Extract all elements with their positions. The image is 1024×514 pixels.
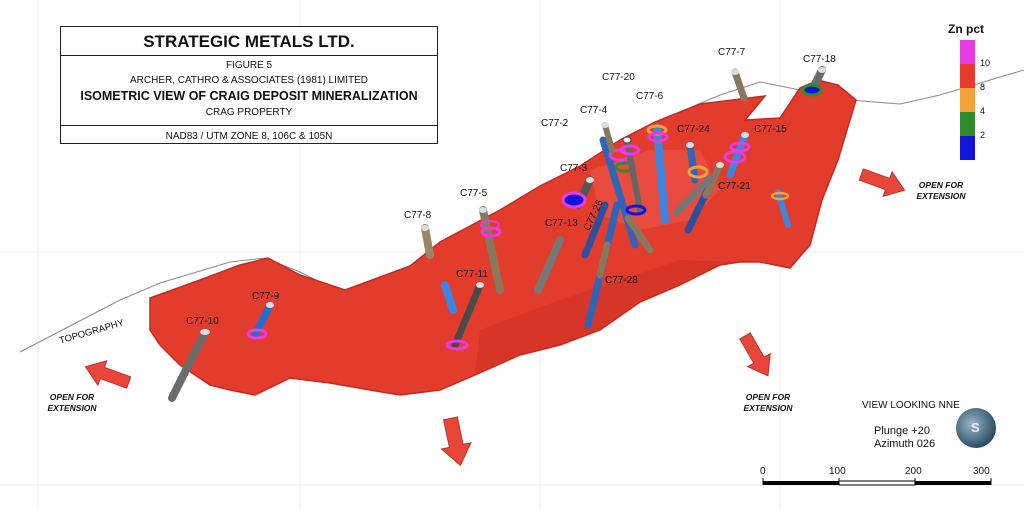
consultant: ARCHER, CATHRO & ASSOCIATES (1981) LIMIT… bbox=[129, 75, 368, 86]
drillhole-c77-5 bbox=[479, 206, 504, 294]
open-extension-label-bottom: OPEN FOR EXTENSION bbox=[743, 392, 793, 413]
legend-tick: 2 bbox=[980, 130, 986, 140]
scale-tick-label: 200 bbox=[905, 466, 922, 477]
legend-tick: 10 bbox=[980, 58, 991, 68]
drillhole-c77-15 bbox=[723, 131, 751, 179]
drillhole-c77-9 bbox=[246, 301, 274, 340]
drillhole-blue-a bbox=[441, 281, 457, 314]
drillhole-c77-13 bbox=[534, 236, 564, 294]
zn-legend: Zn pct 10 8 4 2 bbox=[948, 22, 998, 162]
scale-tick-label: 100 bbox=[829, 466, 846, 477]
legend-swatch-magenta bbox=[960, 40, 975, 64]
company-name: STRATEGIC METALS LTD. bbox=[143, 32, 355, 51]
drillhole-c77-10 bbox=[168, 328, 210, 402]
drillhole-c77-7 bbox=[731, 68, 748, 102]
drillhole-label: C77-8 bbox=[404, 210, 432, 221]
mineralized-zone bbox=[149, 79, 857, 396]
plunge-label: Plunge +20 bbox=[874, 425, 930, 437]
drillhole-label: C77-13 bbox=[545, 218, 578, 229]
zone-shading bbox=[475, 260, 740, 375]
figure-number: FIGURE 5 bbox=[225, 60, 273, 71]
divider bbox=[61, 124, 437, 126]
arrow-open-extension-left bbox=[84, 359, 132, 389]
drillhole-c77-3 bbox=[561, 176, 594, 209]
drillhole-label: C77-2 bbox=[541, 118, 569, 129]
drillhole-label: C77-15 bbox=[754, 124, 787, 135]
drillhole-c77-4 bbox=[601, 122, 615, 153]
drillhole-label: C77-24 bbox=[677, 124, 710, 135]
legend-color-bar bbox=[960, 40, 975, 160]
legend-swatch-orange bbox=[960, 88, 975, 112]
legend-swatch-red bbox=[960, 64, 975, 88]
drillhole-label: C77-6 bbox=[636, 91, 664, 102]
projection: NAD83 / UTM ZONE 8, 106C & 105N bbox=[165, 130, 333, 142]
drillhole-c77-21-b bbox=[673, 174, 714, 216]
figure-heading: ISOMETRIC VIEW OF CRAIG DEPOSIT MINERALI… bbox=[80, 89, 418, 103]
logo-letter: S bbox=[971, 420, 980, 435]
drillhole-c77-11 bbox=[445, 281, 484, 351]
drillhole-label: C77-9 bbox=[252, 291, 280, 302]
legend-tick: 4 bbox=[980, 106, 986, 116]
arrow-down-bottom bbox=[440, 416, 472, 467]
scale-tick-label: 300 bbox=[973, 466, 990, 477]
drillhole-label: C77-7 bbox=[718, 47, 746, 58]
drillhole-label: C77-3 bbox=[560, 163, 588, 174]
legend-swatch-green bbox=[960, 112, 975, 136]
drillhole-c77-18 bbox=[801, 66, 826, 97]
property-name: CRAG PROPERTY bbox=[205, 106, 293, 118]
arrow-open-extension-down bbox=[739, 332, 771, 377]
drillholes bbox=[168, 66, 826, 402]
legend-tick: 8 bbox=[980, 82, 986, 92]
drillhole-label: C77-18 bbox=[803, 54, 836, 65]
drillhole-label: C77-4 bbox=[580, 105, 608, 116]
drillhole-label: C77-28 bbox=[605, 275, 638, 286]
divider bbox=[61, 55, 437, 56]
drillhole-c77-20 bbox=[619, 136, 643, 213]
open-extension-label-right: OPEN FOR EXTENSION bbox=[916, 180, 966, 201]
scale-tick-label: 0 bbox=[760, 466, 766, 477]
arrow-open-extension-right bbox=[858, 168, 906, 198]
view-label: VIEW LOOKING NNE bbox=[862, 400, 960, 411]
drillhole-label: C77-11 bbox=[456, 269, 489, 280]
drillhole-c77-28 bbox=[584, 201, 621, 329]
drillhole-c77-26 bbox=[581, 201, 609, 259]
scale-bar bbox=[762, 478, 992, 486]
company-logo: S bbox=[956, 408, 996, 448]
open-extension-label-left: OPEN FOR EXTENSION bbox=[47, 392, 97, 413]
drillhole-label: C77-10 bbox=[186, 316, 219, 327]
drillhole-c77-21 bbox=[684, 161, 724, 234]
drillhole-c77-6 bbox=[646, 124, 669, 224]
azimuth-label: Azimuth 026 bbox=[874, 438, 936, 450]
drillhole-label: C77-20 bbox=[602, 72, 635, 83]
drillhole-east bbox=[770, 189, 791, 228]
drillhole-label: C77-5 bbox=[460, 188, 488, 199]
drillhole-label: C77-21 bbox=[718, 181, 751, 192]
legend-title: Zn pct bbox=[948, 22, 984, 36]
drillhole-c77-24 bbox=[686, 141, 709, 184]
drillhole-brown-center bbox=[624, 204, 654, 254]
drillhole-c77-8 bbox=[421, 224, 434, 259]
title-block: STRATEGIC METALS LTD. FIGURE 5 ARCHER, C… bbox=[60, 26, 438, 144]
legend-swatch-blue bbox=[960, 136, 975, 160]
